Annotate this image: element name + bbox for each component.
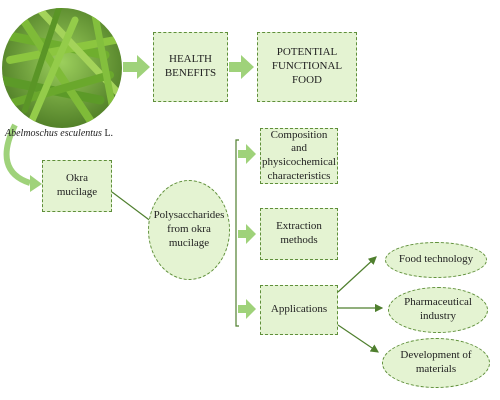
arrow-photo-to-okra (3, 123, 32, 186)
arrow-bracket-to-composition (238, 144, 256, 164)
line-okra-to-poly (111, 191, 153, 223)
okra-mucilage-box: Okra mucilage (42, 160, 112, 212)
arrow-to-food-technology (337, 256, 377, 293)
composition-box: Composition and physicochemical characte… (260, 128, 338, 184)
applications-box: Applications (260, 285, 338, 335)
pharmaceutical-industry-ellipse: Pharmaceutical industry (388, 287, 488, 333)
bracket (235, 139, 239, 327)
food-technology-ellipse: Food technology (385, 242, 487, 278)
okra-photo (2, 8, 122, 128)
arrow-bracket-to-applications (238, 299, 256, 319)
arrow-photo-to-health (123, 55, 150, 79)
species-name: Abelmoschus esculentus (5, 128, 102, 139)
extraction-methods-box: Extraction methods (260, 208, 338, 260)
polysaccharides-ellipse: Polysaccharides from okra mucilage (148, 180, 230, 280)
arrow-to-materials (337, 324, 379, 353)
arrow-health-to-functional (229, 55, 254, 79)
potential-functional-food-box: POTENTIAL FUNCTIONAL FOOD (257, 32, 357, 102)
development-of-materials-ellipse: Development of materials (382, 338, 490, 388)
species-authority: L. (101, 128, 114, 139)
health-benefits-box: HEALTH BENEFITS (153, 32, 228, 102)
species-caption: Abelmoschus esculentus L. (5, 128, 113, 139)
arrow-bracket-to-extraction (238, 224, 256, 244)
